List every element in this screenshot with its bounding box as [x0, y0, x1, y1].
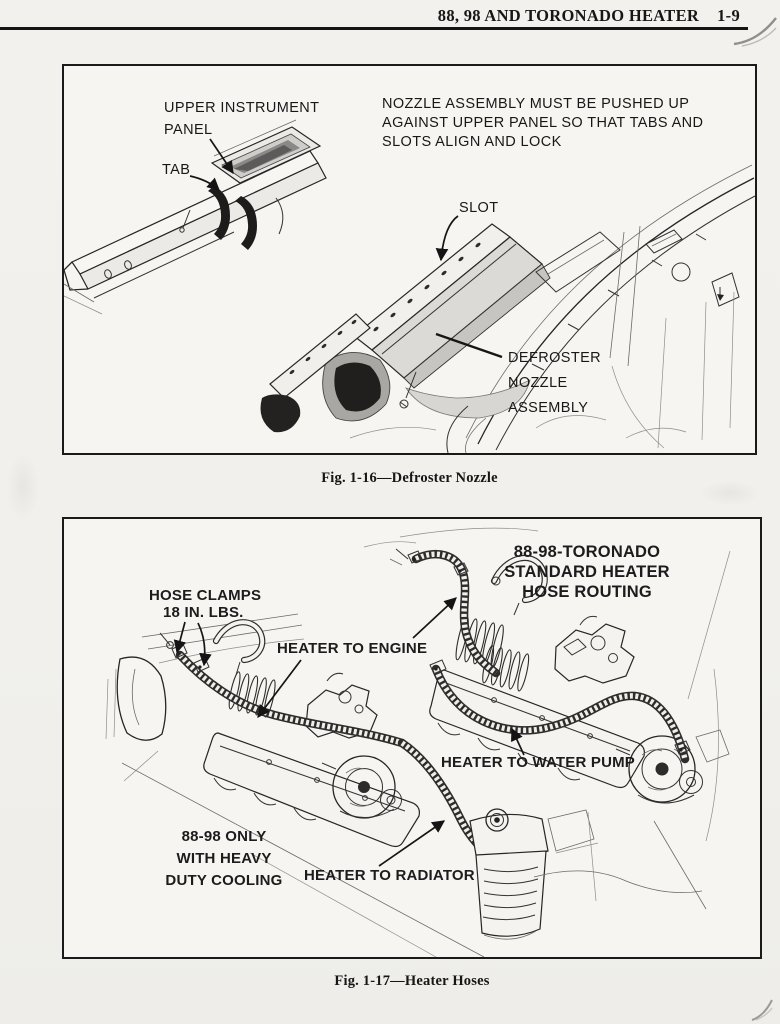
carburetor-upper	[554, 623, 635, 684]
label-standard-routing: STANDARD HEATER	[504, 563, 670, 581]
leader-heater-to-engine-upper	[412, 597, 457, 639]
leader-heater-to-radiator	[378, 820, 446, 867]
label-heavy-duty-cooling: WITH HEAVY	[176, 850, 271, 867]
label-hose-clamps: HOSE CLAMPS	[149, 587, 261, 604]
duct-opening	[334, 362, 381, 412]
label-heater-to-radiator: HEATER TO RADIATOR	[304, 867, 475, 884]
label-heater-to-water-pump: HEATER TO WATER PUMP	[441, 754, 635, 771]
label-tab: TAB	[162, 162, 190, 178]
figure1-caption: Fig. 1-16—Defroster Nozzle	[321, 470, 498, 486]
page-curl-bottom-icon	[751, 999, 773, 1021]
figure-defroster-nozzle: UPPER INSTRUMENT PANEL TAB NOZZLE ASSEMB…	[62, 64, 757, 455]
tab-hook	[235, 196, 257, 250]
label-upper-instrument-panel: UPPER INSTRUMENT	[164, 100, 319, 116]
label-heater-to-engine: HEATER TO ENGINE	[277, 640, 427, 657]
label-heavy-duty-cooling: 88-98 ONLY	[182, 828, 267, 845]
leader-slot	[435, 215, 459, 262]
label-slot: SLOT	[459, 200, 498, 216]
label-defroster-nozzle-assembly: DEFROSTER	[508, 350, 601, 366]
leader-upper-panel	[209, 138, 234, 175]
header-title: 88, 98 AND TORONADO HEATER	[437, 6, 700, 25]
figure2-caption: Fig. 1-17—Heater Hoses	[334, 973, 490, 989]
page-number: 1-9	[717, 6, 740, 25]
leader-heater-to-water-pump	[511, 727, 525, 756]
note-line: NOZZLE ASSEMBLY MUST BE PUSHED UP	[382, 96, 689, 112]
label-defroster-nozzle-assembly: ASSEMBLY	[508, 400, 588, 416]
tab-hook	[208, 186, 230, 240]
leader-hose-clamp	[197, 622, 212, 667]
label-upper-instrument-panel: PANEL	[164, 122, 212, 138]
leader-heater-to-engine-lower	[257, 659, 302, 719]
note-line: AGAINST UPPER PANEL SO THAT TABS AND	[382, 115, 703, 131]
leader-tab	[189, 175, 220, 191]
scan-smudge	[6, 452, 40, 522]
label-heavy-duty-cooling: DUTY COOLING	[165, 872, 282, 889]
leader-defroster	[435, 332, 503, 359]
leader-hose-clamp	[173, 621, 187, 654]
heater-hoses-drawing: 88-98-TORONADO STANDARD HEATER HOSE ROUT…	[105, 527, 731, 957]
label-standard-routing: HOSE ROUTING	[522, 583, 652, 601]
page-curl-top-icon	[733, 17, 777, 47]
hose-spring	[228, 671, 276, 718]
figure-heater-hoses: 88-98-TORONADO STANDARD HEATER HOSE ROUT…	[62, 517, 762, 959]
radiator-filler-neck	[485, 808, 509, 832]
label-standard-routing: 88-98-TORONADO	[514, 543, 660, 561]
flange-slots	[373, 242, 481, 332]
defroster-nozzle-drawing: UPPER INSTRUMENT PANEL TAB NOZZLE ASSEMB…	[64, 96, 755, 453]
alternator-upper	[628, 735, 696, 803]
note-line: SLOTS ALIGN AND LOCK	[382, 134, 562, 150]
scan-smudge	[700, 480, 760, 506]
label-defroster-nozzle-assembly: NOZZLE	[508, 375, 568, 391]
radiator-body	[475, 850, 547, 937]
label-hose-clamps: 18 IN. LBS.	[163, 604, 244, 621]
header-rule	[0, 27, 748, 30]
page-header: 88, 98 AND TORONADO HEATER 1-9	[438, 6, 740, 26]
